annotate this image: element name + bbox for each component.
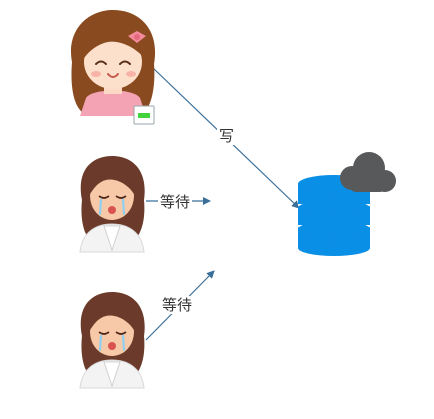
cloud-icon xyxy=(340,152,396,192)
crying-woman-icon xyxy=(79,156,145,253)
write-label: 写 xyxy=(217,127,237,145)
database-icon xyxy=(298,175,370,256)
battery-status-icon xyxy=(133,105,155,125)
crying-woman-icon xyxy=(79,292,145,389)
wait-label-1: 等待 xyxy=(158,193,193,211)
happy-woman-icon xyxy=(71,10,156,116)
wait-label-2: 等待 xyxy=(160,296,195,314)
